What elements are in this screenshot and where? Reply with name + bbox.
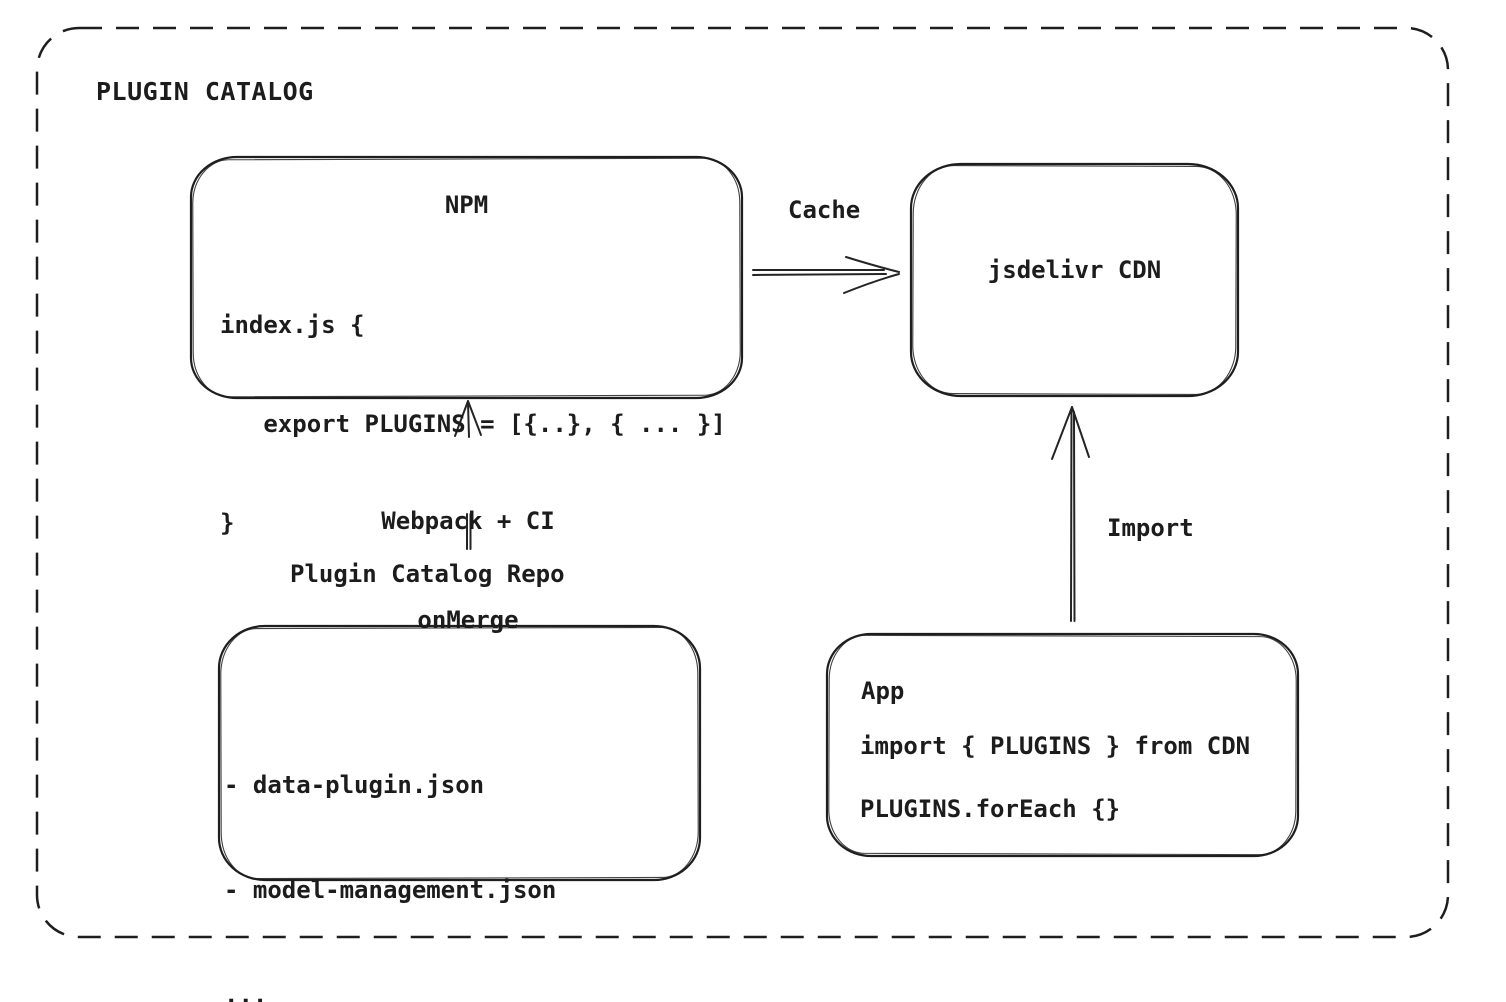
import-arrow-label: Import [1107,514,1194,542]
npm-box-title: NPM [444,191,489,219]
cdn-box-title: jsdelivr CDN [987,256,1162,284]
npm-code-block: index.js { export PLUGINS = [{..}, { ...… [220,243,726,606]
repo-box-label: Plugin Catalog Repo [290,560,565,588]
repo-file-list: - data-plugin.json - model-management.js… [224,698,556,1002]
app-box-title: App [861,677,905,705]
build-arrow-sublabel-line: onMerge [417,606,519,634]
npm-code-line: index.js { [220,311,365,339]
build-arrow-label: Webpack + CI onMerge [318,439,618,703]
cdn-box [909,162,1240,398]
npm-code-line: } [220,509,235,537]
repo-file-item: - data-plugin.json [224,771,485,799]
cache-arrow-label: Cache [788,196,861,224]
catalog-frame [35,26,1450,939]
build-arrow-label-line: Webpack + CI [381,507,555,535]
import-arrow [1051,406,1090,622]
app-box [825,632,1300,858]
build-arrow [454,400,482,550]
repo-box [217,624,702,882]
repo-file-item: - model-management.json [224,876,557,904]
npm-code-line: export PLUGINS = [{..}, { ... }] [220,410,726,438]
repo-file-item: ... [224,981,268,1002]
cache-arrow [752,256,900,294]
app-code-line: PLUGINS.forEach {} [860,795,1121,823]
catalog-title: PLUGIN CATALOG [96,77,314,106]
npm-box [189,155,744,400]
app-code-line: import { PLUGINS } from CDN [860,732,1251,760]
